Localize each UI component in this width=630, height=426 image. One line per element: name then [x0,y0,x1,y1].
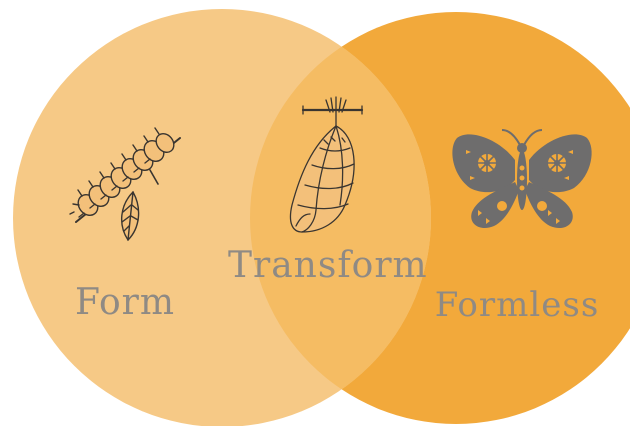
caterpillar-icon [69,127,181,242]
butterfly-icon [452,129,592,229]
form-label: Form [74,282,176,323]
transform-label: Transform [228,245,428,286]
formless-label: Formless [434,285,600,325]
overlap-region [250,12,431,424]
chrysalis-icon [289,96,364,233]
